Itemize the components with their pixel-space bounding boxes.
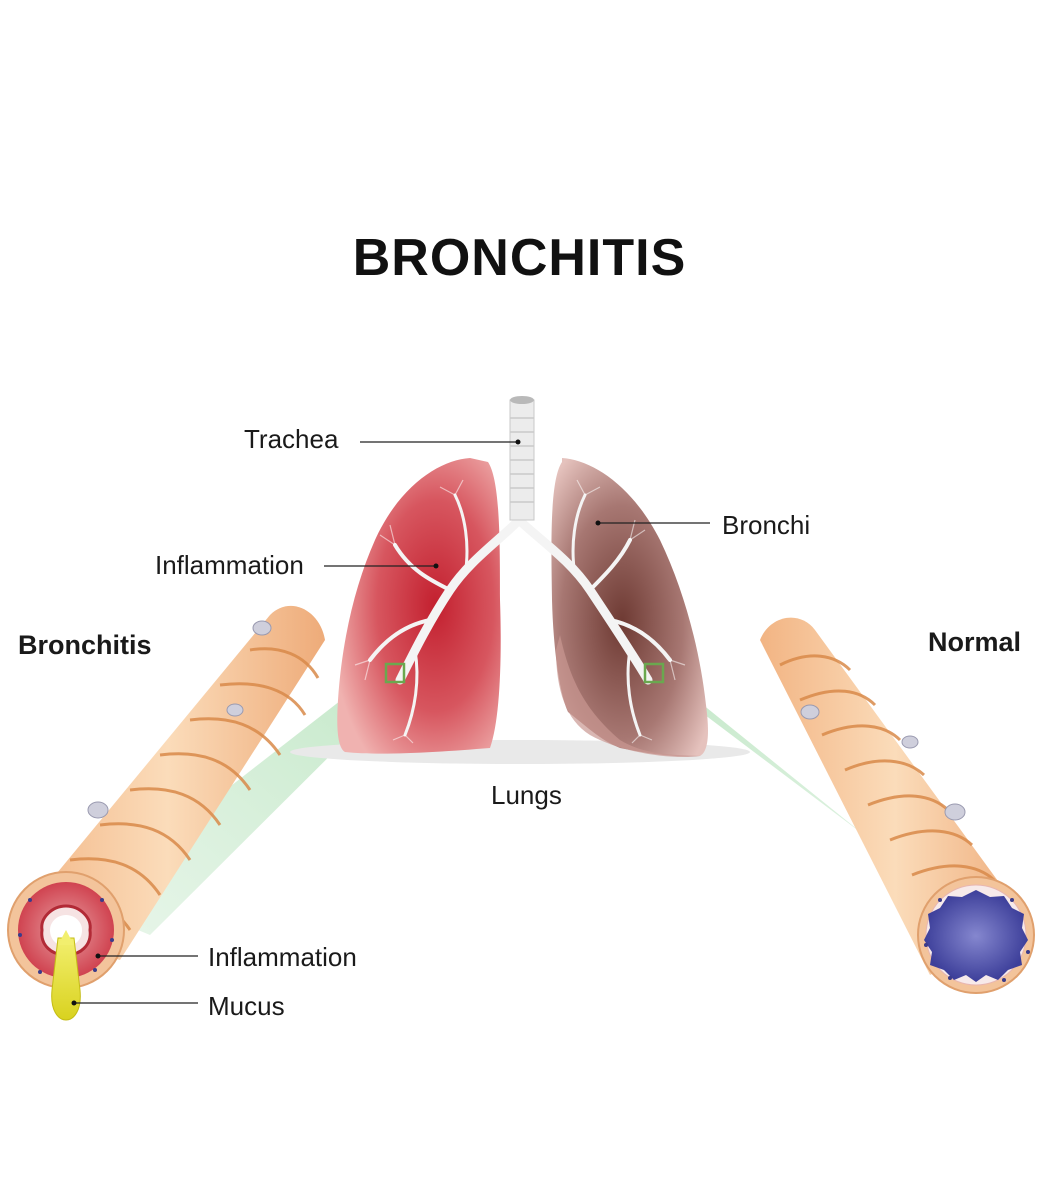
bronchitis-airway — [7, 605, 325, 1021]
inflamed-lung — [337, 458, 501, 754]
label-inflammation-airway: Inflammation — [208, 942, 357, 972]
label-mucus: Mucus — [208, 991, 285, 1021]
healthy-lung — [551, 458, 708, 757]
mucus-drop — [51, 937, 81, 1021]
leader-lines — [74, 441, 710, 1004]
label-trachea: Trachea — [244, 424, 339, 454]
highlight-box-left — [384, 662, 406, 684]
label-lungs: Lungs — [491, 780, 562, 810]
label-inflammation-lung: Inflammation — [155, 550, 304, 580]
highlight-box-right — [643, 662, 665, 684]
bronchial-tree — [368, 493, 672, 737]
label-normal: Normal — [928, 627, 1022, 657]
bronchioles — [354, 479, 686, 744]
normal-lumen — [924, 890, 1028, 982]
normal-airway — [760, 617, 1035, 994]
label-bronchi: Bronchi — [722, 510, 811, 540]
diagram-title: BRONCHITIS — [352, 229, 687, 287]
trachea-tube — [509, 396, 535, 521]
label-bronchitis: Bronchitis — [18, 630, 152, 660]
